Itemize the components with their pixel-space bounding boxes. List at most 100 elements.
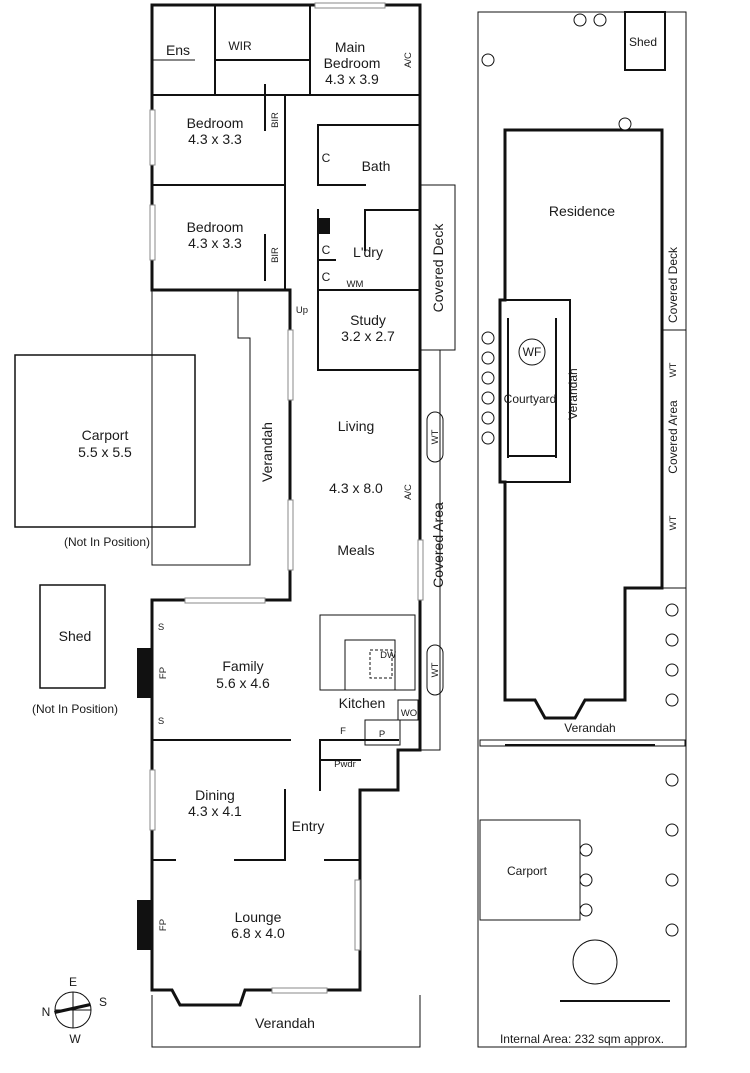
- wall-oven: [397, 699, 419, 721]
- family-size: 5.6 x 4.6: [216, 675, 270, 691]
- front-verandah-label: Verandah: [255, 1015, 315, 1031]
- water-tank-label-1: WT: [430, 429, 441, 444]
- family-name: Family: [222, 658, 263, 674]
- carport-outline: [14, 354, 196, 528]
- laundry-cupboard-fill: [318, 218, 330, 234]
- shrub: [665, 663, 679, 677]
- shrub: [665, 603, 679, 617]
- main-bedroom-size: 4.3 x 3.9: [325, 71, 379, 87]
- dining-name: Dining: [195, 787, 235, 803]
- shrub: [618, 117, 632, 131]
- main-bedroom-name: Main Bedroom: [324, 39, 381, 71]
- window: [149, 204, 156, 261]
- covered-deck-outline: [420, 184, 456, 351]
- covered-area-outline: [420, 349, 441, 751]
- hedge-dot-row: [507, 455, 557, 457]
- up-label: Up: [296, 305, 308, 316]
- bedroom-3-name: Bedroom: [187, 219, 244, 235]
- living-size: 4.3 x 8.0: [329, 480, 383, 496]
- shrub: [481, 431, 495, 445]
- hedge-dot-row: [505, 744, 655, 746]
- compass-south: S: [99, 995, 107, 1009]
- carport-size: 5.5 x 5.5: [78, 444, 132, 460]
- fridge-label: F: [340, 726, 346, 737]
- dining-size: 4.3 x 4.1: [188, 803, 242, 819]
- fireplace-label-2: FP: [158, 919, 169, 931]
- shrub: [665, 823, 679, 837]
- feature-tree: [572, 939, 618, 985]
- covered-area-bounds: [662, 329, 686, 589]
- fireplace-lounge: [137, 900, 152, 950]
- covered-area-label: Covered Area: [430, 502, 446, 588]
- window: [149, 109, 156, 166]
- ensuite-label: Ens: [166, 42, 190, 58]
- wm-label: WM: [347, 279, 364, 290]
- window: [417, 539, 424, 601]
- shrub: [481, 371, 495, 385]
- hedge-dots: [505, 318, 670, 1002]
- shrub: [481, 351, 495, 365]
- water-tank-1: [426, 411, 444, 463]
- shrub: [579, 843, 593, 857]
- shrub: [573, 13, 587, 27]
- cupboard-label-1: C: [322, 151, 331, 165]
- hedge-dot-column: [555, 318, 557, 458]
- bedroom-2-size: 4.3 x 3.3: [188, 131, 242, 147]
- window: [184, 597, 266, 604]
- shrub: [481, 391, 495, 405]
- fireplace-family: [137, 648, 152, 698]
- shed-outline: [39, 584, 106, 689]
- wir-label: WIR: [228, 39, 252, 53]
- shrub: [579, 873, 593, 887]
- site-inner-verandah-label: Verandah: [566, 368, 580, 419]
- aircon-label-2: A/C: [403, 484, 414, 500]
- main-bedroom-name-line1: Main: [335, 39, 365, 55]
- shrub: [665, 633, 679, 647]
- cupboard-label-3: C: [322, 270, 331, 284]
- site-verandah-label: Verandah: [564, 721, 615, 735]
- site-courtyard-label: Courtyard: [504, 392, 557, 406]
- window: [287, 499, 294, 571]
- window: [287, 329, 294, 401]
- courtyard-cutout: [504, 299, 571, 483]
- shrub: [665, 923, 679, 937]
- shrub: [481, 331, 495, 345]
- shelf-label-2: S: [158, 716, 164, 727]
- north-arrow: [54, 1003, 91, 1014]
- window: [271, 987, 328, 994]
- compass: E N S W: [42, 975, 107, 1046]
- shrub: [593, 13, 607, 27]
- site-covered-area-label: Covered Area: [666, 400, 680, 474]
- window: [314, 2, 386, 9]
- shrub: [665, 773, 679, 787]
- site-shed-label: Shed: [629, 35, 657, 49]
- cupboard-label-2: C: [322, 243, 331, 257]
- site-wt-label-1: WT: [668, 362, 679, 377]
- compass-west: W: [69, 1032, 81, 1046]
- dishwasher: [369, 649, 393, 679]
- kitchen-bench: [319, 614, 416, 691]
- site-wf-label: WF: [523, 345, 542, 359]
- residence-outline: [498, 128, 664, 720]
- shed-note: (Not In Position): [32, 702, 118, 716]
- compass-east: E: [69, 975, 77, 989]
- bedroom-3-size: 4.3 x 3.3: [188, 235, 242, 251]
- shrub: [665, 693, 679, 707]
- hedge-dot-row: [560, 1000, 670, 1002]
- site-boundary: [477, 11, 687, 1048]
- carport-note: (Not In Position): [64, 535, 150, 549]
- lounge-name: Lounge: [235, 909, 282, 925]
- service-walls: [317, 124, 421, 371]
- dw-label: DW: [380, 650, 396, 661]
- shrubs: [481, 13, 679, 937]
- compass-north: N: [42, 1005, 51, 1019]
- shrub: [665, 873, 679, 887]
- fireplace-label-1: FP: [158, 667, 169, 679]
- site-carport-label: Carport: [507, 864, 548, 878]
- bir-label-1: BIR: [270, 112, 281, 128]
- site-shed: [624, 11, 666, 71]
- boundary-line-front: [151, 995, 421, 1048]
- main-bedroom-name-line2: Bedroom: [324, 55, 381, 71]
- study-size: 3.2 x 2.7: [341, 328, 395, 344]
